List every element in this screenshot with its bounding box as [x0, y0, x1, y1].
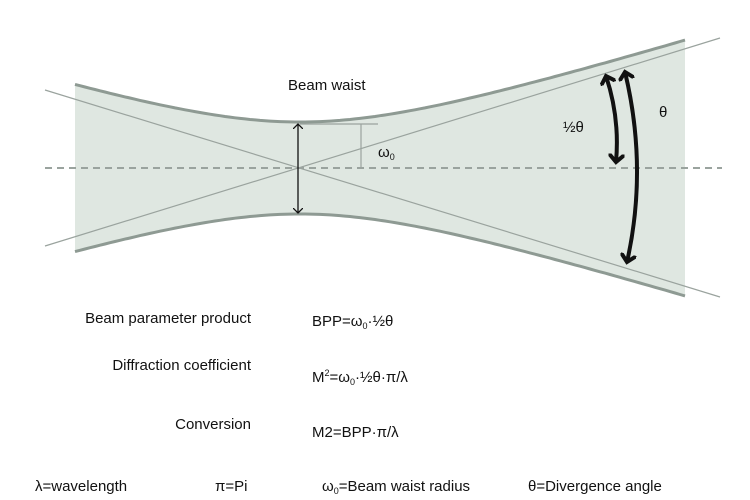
bpp-label: Beam parameter product — [85, 310, 251, 327]
formula-text: ·½θ — [367, 313, 394, 330]
subscript: 0 — [333, 486, 339, 496]
beam-waist-label: Beam waist — [288, 77, 366, 94]
formula-text: ·½θ·π/λ — [355, 369, 408, 386]
half-angle-arrow — [606, 76, 617, 162]
formula-text: BPP=ω — [312, 313, 363, 330]
asymptote-line — [44, 89, 721, 298]
bpp-formula: BPP=ω0·½θ — [312, 313, 393, 331]
omega-symbol: ω — [322, 478, 334, 495]
legend-lambda: λ=wavelength — [35, 478, 128, 495]
full-angle-arrow — [625, 72, 639, 262]
conversion-formula: M2=BPP·π/λ — [312, 424, 399, 441]
subscript: 0 — [350, 377, 356, 387]
legend-theta: θ=Divergence angle — [528, 478, 662, 495]
formula-text: =ω — [329, 369, 350, 386]
superscript: 2 — [324, 368, 330, 378]
legend-omega: ω0=Beam waist radius — [322, 478, 470, 496]
legend-pi: π=Pi — [215, 478, 248, 495]
conversion-label: Conversion — [175, 416, 251, 433]
beam-edge-top — [74, 38, 686, 124]
half-angle-label: ½θ — [563, 119, 584, 136]
asymptote-line — [44, 37, 721, 247]
waist-radius-label: ω0 — [378, 144, 395, 162]
legend-text: =Beam waist radius — [338, 478, 471, 495]
diffraction-label: Diffraction coefficient — [112, 357, 251, 374]
beam-envelope — [75, 40, 685, 296]
full-angle-label: θ — [659, 104, 668, 121]
formula-text: M — [312, 369, 325, 386]
omega-symbol: ω — [378, 144, 390, 161]
beam-edge-bottom — [74, 212, 686, 298]
diffraction-formula: M2=ω0·½θ·π/λ — [312, 368, 408, 387]
subscript: 0 — [389, 152, 395, 162]
subscript: 0 — [362, 321, 368, 331]
